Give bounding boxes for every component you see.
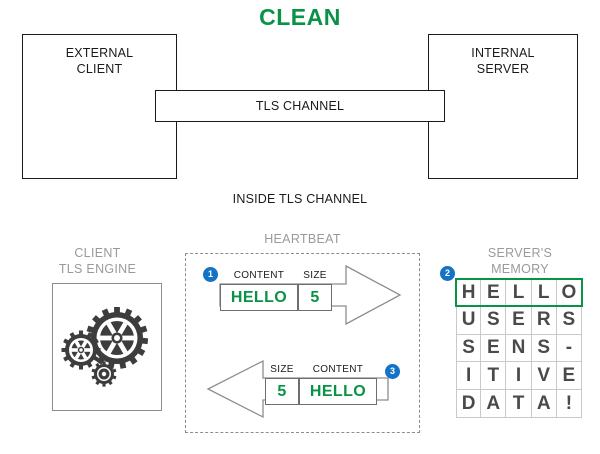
memory-cell: O [556, 279, 582, 307]
heartbeat-region [185, 253, 420, 433]
memory-cell: L [531, 279, 557, 307]
client-tls-engine-box [52, 283, 162, 411]
gears-icon [61, 307, 149, 387]
memory-cell: T [481, 362, 507, 391]
incoming-size-label: SIZE [270, 364, 294, 375]
step-badge-3: 3 [385, 364, 400, 379]
internal-server-label: INTERNAL SERVER [429, 45, 577, 77]
external-client-line1: EXTERNAL [65, 46, 134, 60]
server-memory-line1: SERVER'S [487, 246, 553, 260]
memory-cell: U [456, 306, 482, 335]
memory-cell: R [531, 306, 557, 335]
external-client-line2: CLIENT [76, 62, 123, 76]
tls-channel-box: TLS CHANNEL [155, 90, 445, 122]
memory-cell: D [456, 390, 482, 418]
outgoing-size-label: SIZE [303, 270, 327, 281]
memory-cell: E [506, 306, 532, 335]
memory-cell: ! [556, 390, 582, 418]
client-tls-engine-line2: TLS ENGINE [58, 262, 137, 276]
client-tls-engine-caption: CLIENT TLS ENGINE [30, 245, 165, 277]
memory-cell: E [481, 334, 507, 363]
memory-cell: A [481, 390, 507, 418]
memory-cell: H [456, 279, 482, 307]
incoming-content-label: CONTENT [312, 364, 364, 375]
memory-cell: - [556, 334, 582, 363]
internal-server-line2: SERVER [476, 62, 530, 76]
outgoing-content-label: CONTENT [233, 270, 285, 281]
client-tls-engine-line1: CLIENT [74, 246, 121, 260]
memory-cell: T [506, 390, 532, 418]
memory-cell: L [506, 279, 532, 307]
page-title: CLEAN [259, 4, 341, 30]
inside-tls-channel-label: INSIDE TLS CHANNEL [232, 192, 368, 206]
server-memory-line2: MEMORY [491, 262, 549, 276]
incoming-size-value: 5 [265, 378, 299, 405]
memory-cell: S [531, 334, 557, 363]
memory-cell: N [506, 334, 532, 363]
outgoing-content-value: HELLO [220, 284, 298, 311]
external-client-box: EXTERNAL CLIENT [22, 34, 177, 179]
incoming-content-value: HELLO [299, 378, 377, 405]
memory-cell: I [506, 362, 532, 391]
memory-cell: S [556, 306, 582, 335]
memory-cell: I [456, 362, 482, 391]
step-badge-1: 1 [203, 267, 218, 282]
server-memory-caption: SERVER'S MEMORY [455, 245, 585, 277]
internal-server-box: INTERNAL SERVER [428, 34, 578, 179]
memory-cell: E [556, 362, 582, 391]
internal-server-line1: INTERNAL [471, 46, 535, 60]
tls-channel-label: TLS CHANNEL [255, 99, 345, 113]
memory-cell: A [531, 390, 557, 418]
outgoing-size-value: 5 [298, 284, 332, 311]
memory-cell: S [456, 334, 482, 363]
memory-cell: E [481, 279, 507, 307]
memory-cell: S [481, 306, 507, 335]
external-client-label: EXTERNAL CLIENT [23, 45, 176, 77]
step-badge-2: 2 [440, 266, 455, 281]
memory-cell: V [531, 362, 557, 391]
heartbeat-caption: HEARTBEAT [264, 232, 341, 246]
